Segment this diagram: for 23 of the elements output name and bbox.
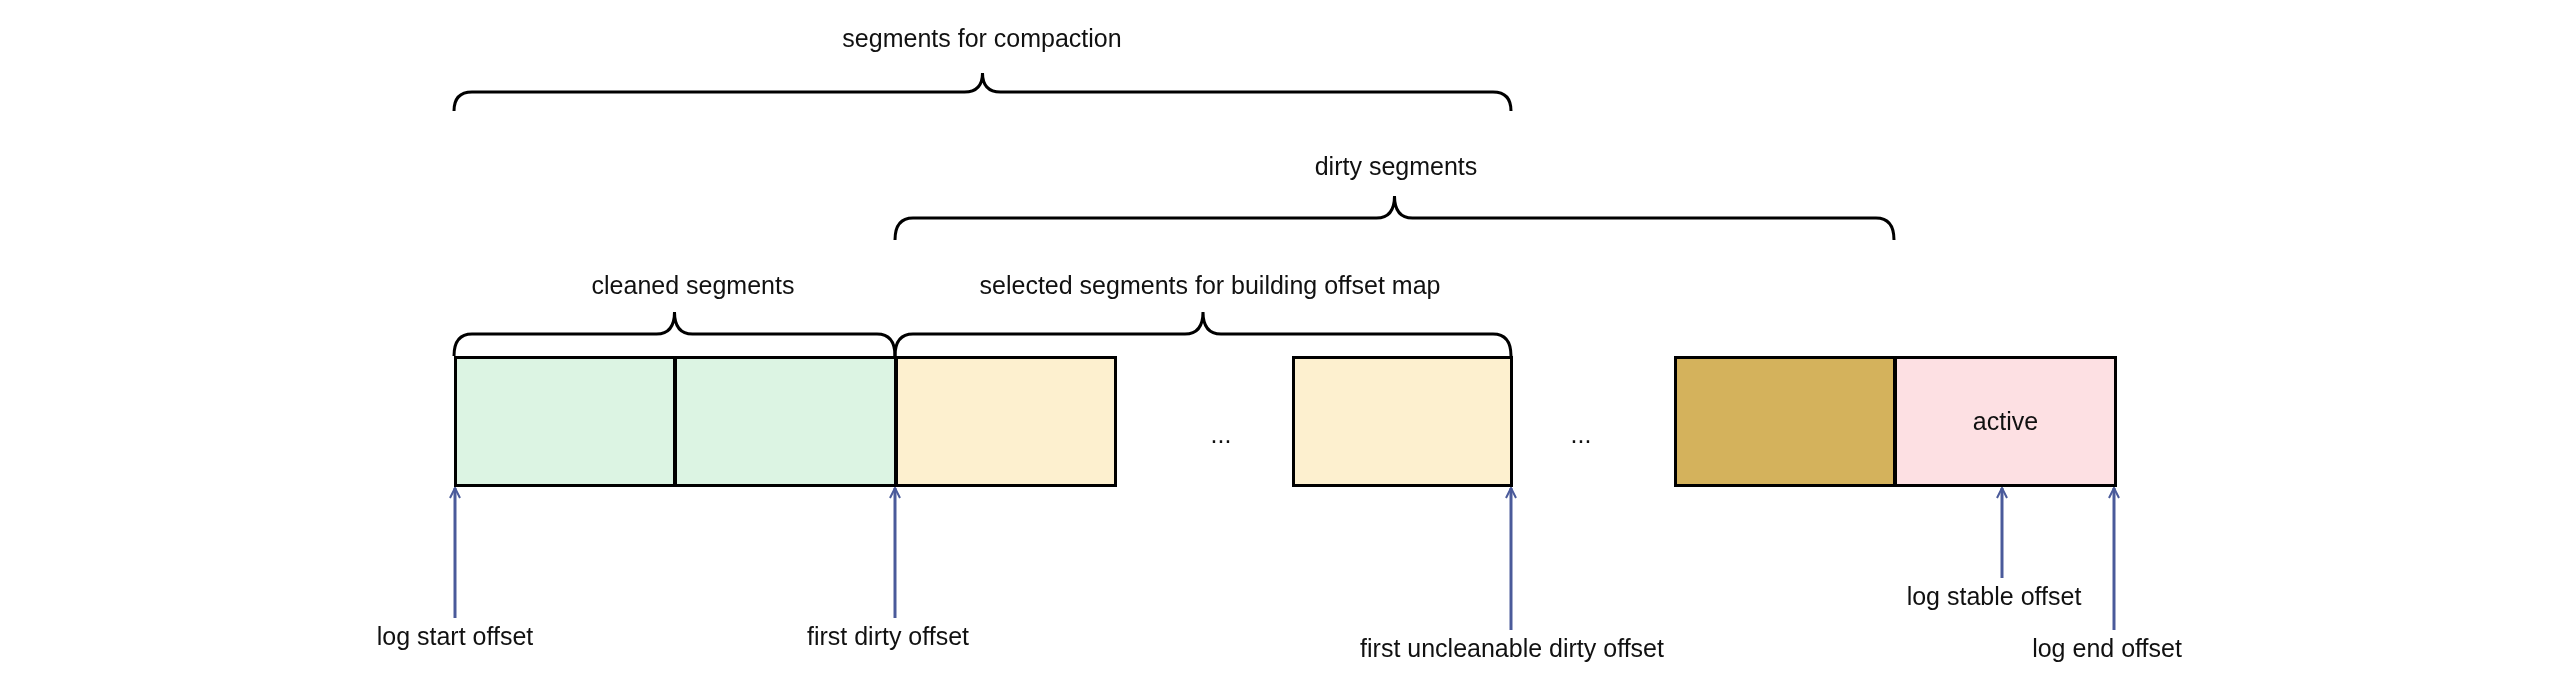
segment-box — [895, 356, 1117, 487]
ellipsis: ... — [1210, 420, 1232, 449]
arrow — [1996, 487, 2008, 578]
arrow — [2108, 487, 2120, 630]
segment-box — [674, 356, 897, 487]
arrow — [889, 487, 901, 618]
offset-label: first dirty offset — [806, 622, 970, 651]
offset-label: log end offset — [2032, 634, 2182, 663]
brace-label: cleaned segments — [591, 271, 795, 300]
segment-label: active — [1972, 407, 2039, 436]
segment-box — [454, 356, 676, 487]
brace-label: segments for compaction — [842, 24, 1122, 53]
ellipsis: ... — [1570, 420, 1592, 449]
segment-box — [1674, 356, 1896, 487]
offset-label: first uncleanable dirty offset — [1360, 634, 1664, 663]
brace-label: dirty segments — [1314, 152, 1478, 181]
brace-label: selected segments for building offset map — [979, 271, 1441, 300]
arrow — [449, 487, 461, 618]
offset-label: log start offset — [376, 622, 534, 651]
segment-box — [1292, 356, 1513, 487]
segment-box — [1894, 356, 2117, 487]
offset-label: log stable offset — [1906, 582, 2082, 611]
arrow — [1505, 487, 1517, 630]
